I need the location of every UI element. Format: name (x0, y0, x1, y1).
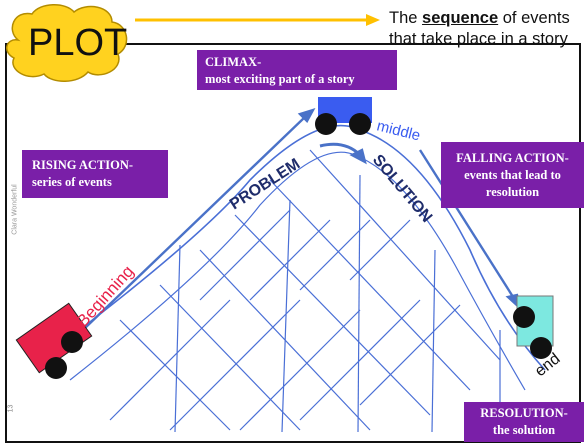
car-top (315, 97, 372, 135)
climax-box: CLIMAX- most exciting part of a story (197, 50, 397, 90)
car-right (513, 295, 554, 359)
seq-suffix: of events (498, 9, 570, 27)
seq-line2: that take place in a story (389, 30, 568, 48)
seq-emph: sequence (422, 9, 499, 27)
rising-title: RISING ACTION- (32, 158, 134, 172)
plot-cloud: PLOT (6, 4, 127, 82)
car-left (15, 302, 93, 379)
label-solution: SOLUTION (369, 152, 435, 226)
resolution-title: RESOLUTION- (480, 406, 568, 420)
resolution-body: the solution (492, 423, 556, 437)
climax-title: CLIMAX- (205, 55, 262, 69)
label-beginning: Beginning (73, 262, 138, 331)
seq-prefix: The (389, 9, 423, 27)
resolution-box: RESOLUTION- the solution (464, 402, 584, 442)
falling-body: events that lead to resolution (464, 168, 561, 199)
falling-title: FALLING ACTION- (456, 151, 569, 165)
plot-title: PLOT (28, 22, 127, 64)
sequence-arrow (135, 14, 380, 26)
side-note: Clara Wonderful (11, 184, 19, 235)
falling-action-box: FALLING ACTION- events that lead to reso… (441, 142, 584, 208)
climax-body: most exciting part of a story (205, 72, 355, 86)
page-number: 13 (7, 404, 15, 413)
slide-frame (5, 43, 581, 443)
rising-action-box: RISING ACTION- series of events (22, 150, 168, 198)
label-problem: PROBLEM (227, 156, 303, 214)
track-arrows (84, 107, 523, 329)
sequence-caption: The sequence of events that take place i… (389, 8, 570, 50)
rising-body: series of events (32, 175, 112, 189)
coaster-grid (39, 124, 546, 433)
